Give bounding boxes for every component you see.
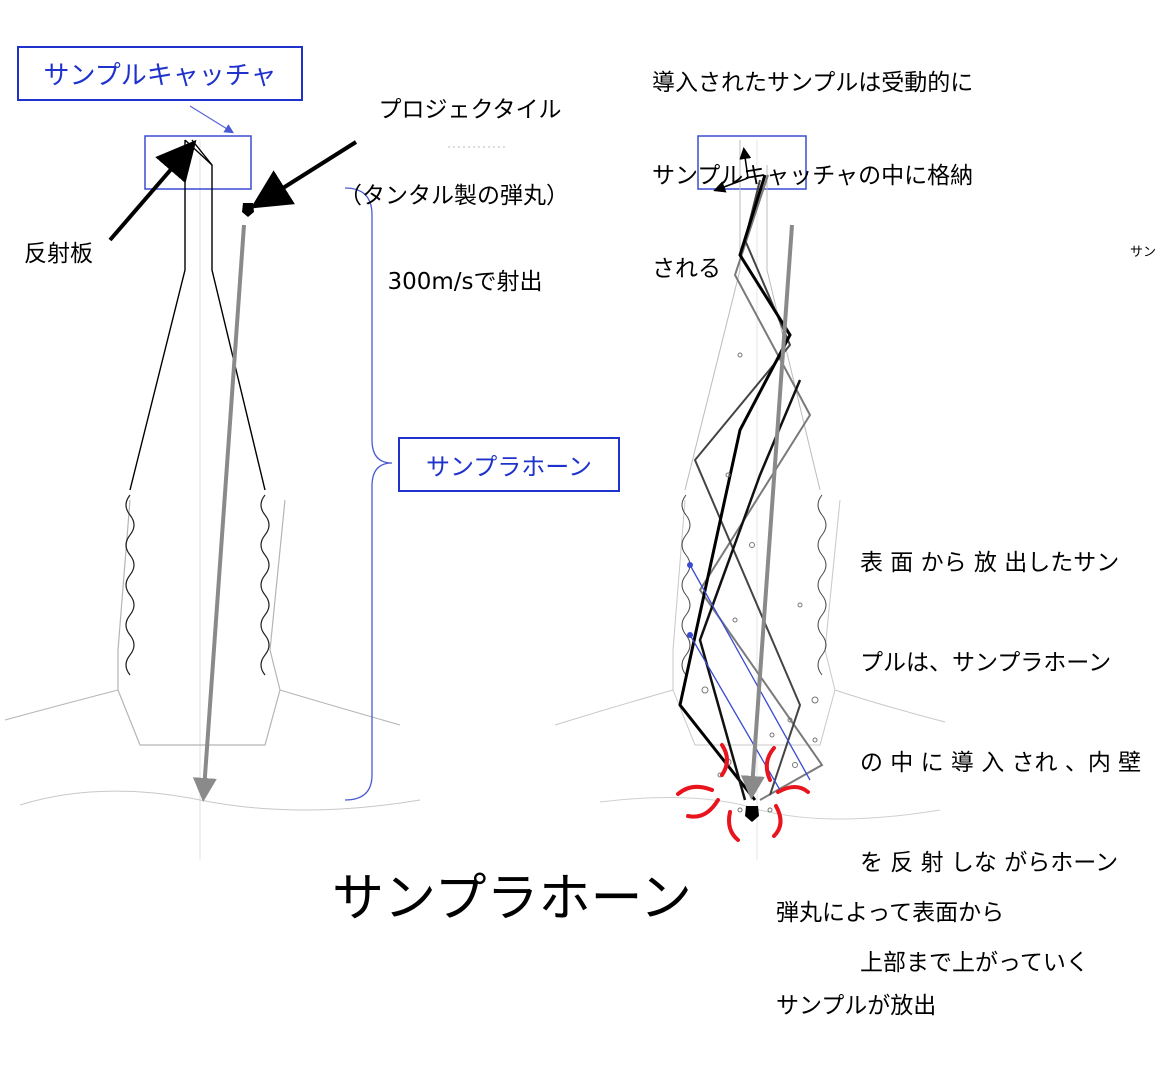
left-bellows-right <box>260 494 270 676</box>
projectile-caption: プロジェクタイル （タンタル製の弾丸） 300m/sで射出 <box>339 38 580 354</box>
left-horn-inner-right <box>191 139 266 491</box>
reflector-label: 反射板 <box>24 241 93 267</box>
impact-burst <box>676 743 810 842</box>
left-surface-curve <box>19 790 421 811</box>
projectile-caption-line1: プロジェクタイル <box>378 96 562 123</box>
projectile-pointer <box>250 140 358 209</box>
catcher-arrow-up <box>739 147 752 179</box>
blue-path-1 <box>689 564 811 781</box>
sample-particles <box>701 352 819 813</box>
sampler-horn-label: サンプラホーン <box>425 453 593 481</box>
projectile-caption-line3: 300m/sで射出 <box>387 269 543 295</box>
catcher-arrow-left <box>713 177 749 193</box>
left-catcher-rect <box>144 135 252 190</box>
projectile-impact-icon <box>745 806 759 822</box>
horn-diagram-svg <box>4 105 946 860</box>
released-caption: 弾丸によって表面から サンプルが放出 <box>776 836 1004 1084</box>
blue-dot-1 <box>687 562 693 568</box>
left-horn-outline <box>117 499 286 746</box>
stored-caption-line1: 導入されたサンプルは受動的に <box>652 70 974 97</box>
stored-caption-line2: サンプルキャッチャの中に格納 <box>652 163 974 190</box>
cut-off-text: サン <box>1130 245 1157 260</box>
emitted-caption-line2: プルは、サンプラホーン <box>860 649 1112 676</box>
emitted-caption-line1: 表 面 から 放 出したサン <box>860 549 1120 576</box>
reflector-pointer <box>108 139 197 242</box>
right-bellows-right <box>817 494 827 676</box>
main-title: サンプラホーン <box>332 869 692 929</box>
left-ground-line <box>4 689 401 726</box>
left-projectile-path <box>192 224 246 802</box>
trajectory-black-2 <box>698 379 802 801</box>
right-horn-inner-outline <box>684 140 821 491</box>
released-caption-line2: サンプルが放出 <box>776 993 937 1020</box>
right-surface-curve <box>599 797 941 820</box>
right-ground-line <box>554 689 946 726</box>
right-horn-outline <box>672 499 841 746</box>
projectile-icon <box>242 203 254 217</box>
stored-caption: 導入されたサンプルは受動的に サンプルキャッチャの中に格納 される <box>652 6 973 348</box>
right-catcher-rect <box>697 135 807 190</box>
left-horn-inner-left <box>129 140 186 491</box>
diagram-canvas: サンプルキャッチャ プロジェクタイル （タンタル製の弾丸） 300m/sで射出 … <box>4 6 1157 1019</box>
released-caption-line1: 弾丸によって表面から <box>776 900 1005 927</box>
right-projectile-path <box>740 224 794 800</box>
sample-catcher-label-box: サンプルキャッチャ <box>17 46 303 101</box>
reflector-plate <box>184 139 213 166</box>
emitted-caption-line4: を 反 射 しな がらホーン <box>860 849 1119 876</box>
stored-caption-line3: される <box>652 256 721 283</box>
sample-catcher-label: サンプルキャッチャ <box>43 61 277 91</box>
left-bellows-left <box>125 494 135 676</box>
horn-brace <box>344 187 393 801</box>
sampler-horn-label-box: サンプラホーン <box>398 437 620 492</box>
blue-dot-2 <box>687 632 693 638</box>
right-bellows-left <box>681 494 691 676</box>
emitted-caption-line3: の 中 に 導 入 され 、内 壁 <box>860 749 1142 776</box>
trajectory-black <box>678 174 792 801</box>
projectile-caption-line2: （タンタル製の弾丸） <box>339 182 569 209</box>
emitted-caption: 表 面 から 放 出したサン プルは、サンプラホーン の 中 に 導 入 され … <box>860 480 1141 1047</box>
catcher-pointer <box>189 105 235 134</box>
